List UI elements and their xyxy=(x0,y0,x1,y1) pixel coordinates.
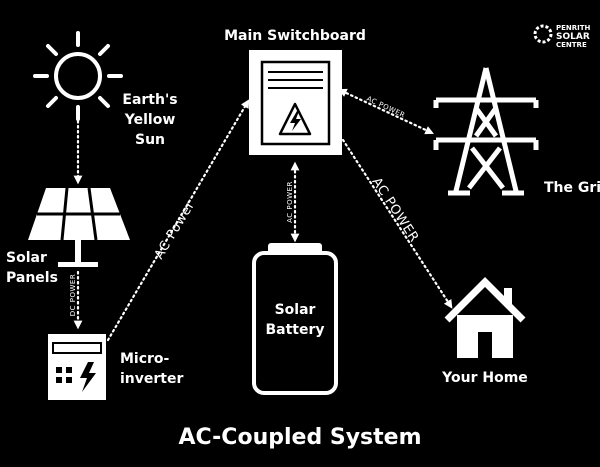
sun-label-line2: Yellow xyxy=(124,112,176,128)
brand-ring-icon xyxy=(533,24,553,44)
brand-line1: PENRITH xyxy=(556,24,591,32)
ac-power-label-grid: AC POWER xyxy=(365,95,406,120)
sun-icon xyxy=(33,31,123,121)
sun-label-line3: Sun xyxy=(135,132,165,148)
home-label: Your Home xyxy=(441,370,528,386)
pylon-icon xyxy=(433,67,539,196)
switchboard-icon xyxy=(249,50,342,155)
connectors xyxy=(73,88,453,342)
panels-label-line2: Panels xyxy=(6,270,58,286)
grid-label: The Grid xyxy=(544,180,600,196)
microinverter-icon xyxy=(48,334,106,400)
battery-label-line1: Solar xyxy=(275,302,316,318)
battery-label-line2: Battery xyxy=(265,322,324,338)
sun-label-line1: Earth's xyxy=(122,92,177,108)
microinverter-label-line1: Micro- xyxy=(120,351,170,367)
solar-panel-icon xyxy=(28,187,130,267)
panels-label-line1: Solar xyxy=(6,250,47,266)
battery-icon xyxy=(252,243,338,395)
brand-logo: PENRITH SOLAR CENTRE xyxy=(533,24,591,49)
ac-power-label-home: AC POWER xyxy=(368,175,421,245)
brand-line2: SOLAR xyxy=(556,32,590,42)
ac-power-label-battery: AC POWER xyxy=(286,181,294,223)
brand-line3: CENTRE xyxy=(556,41,587,49)
switchboard-label: Main Switchboard xyxy=(224,28,366,44)
house-icon xyxy=(444,277,526,358)
inverter-to-switchboard-link xyxy=(106,99,250,342)
microinverter-label-line2: inverter xyxy=(120,371,183,387)
switchboard-to-grid-link xyxy=(338,88,434,135)
page-title: AC-Coupled System xyxy=(179,425,422,450)
dc-power-label: DC POWER xyxy=(69,274,77,316)
ac-power-label-inverter: AC Power xyxy=(152,198,199,262)
